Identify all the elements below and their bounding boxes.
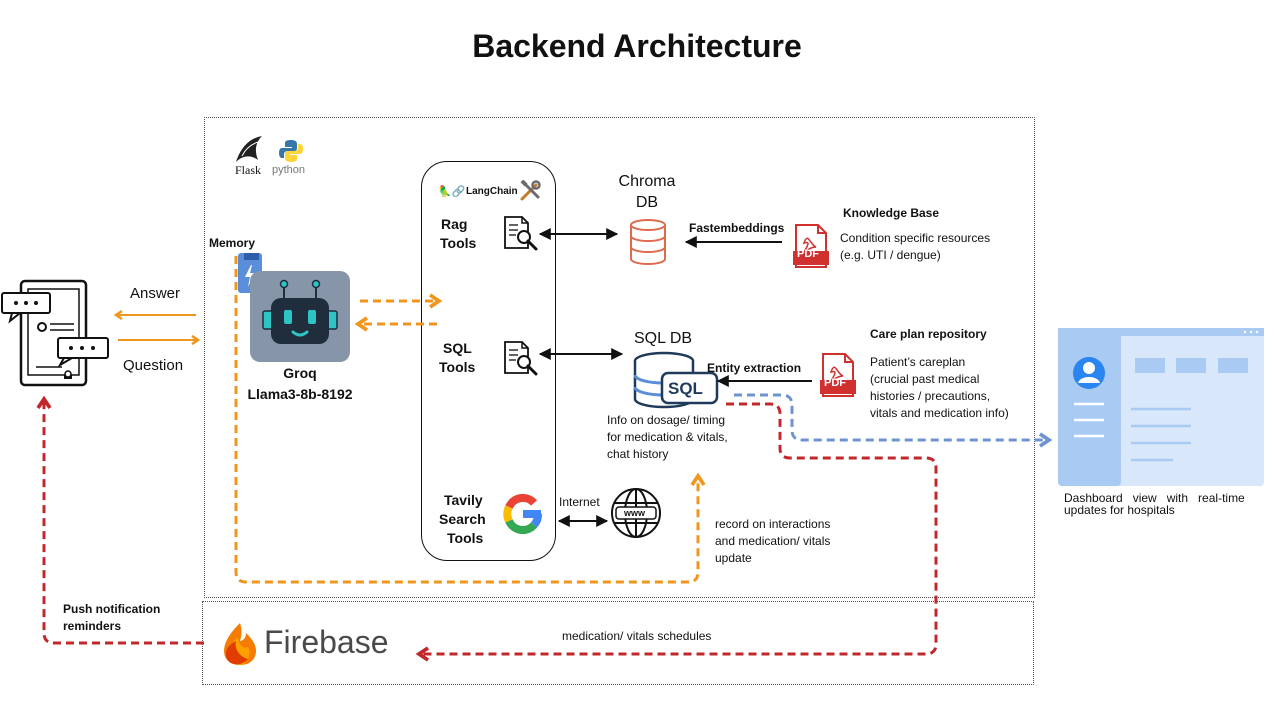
record-note-3: update <box>715 551 752 565</box>
flask-label: Flask <box>235 163 262 177</box>
database-icon <box>630 219 666 265</box>
care-plan-title: Care plan repository <box>870 327 987 341</box>
sql-db-desc-1: Info on dosage/ timing <box>607 413 726 427</box>
langchain-icon: 🦜🔗 <box>438 186 466 198</box>
fastembeddings-label: Fastembeddings <box>689 221 785 235</box>
sql-db-label: SQL DB <box>634 330 693 347</box>
push-notification-1: Push notification <box>63 602 161 616</box>
globe-text: www <box>624 508 646 518</box>
pdf-label: PDF <box>824 377 846 389</box>
python-icon <box>279 140 303 162</box>
sql-db-desc-2: for medication & vitals, <box>607 430 728 444</box>
record-note-1: record on interactions <box>715 517 831 531</box>
globe-icon <box>611 488 661 538</box>
memory-label: Memory <box>209 236 256 250</box>
care-plan-desc-2: (crucial past medical <box>870 372 980 386</box>
care-plan-desc-3: histories / precautions, <box>870 389 991 403</box>
google-icon <box>503 493 542 535</box>
page-title: Backend Architecture <box>472 28 802 64</box>
document-search-icon <box>504 341 538 376</box>
tools-icon <box>520 180 541 201</box>
internet-label: Internet <box>559 495 600 509</box>
pdf-label: PDF <box>797 248 819 260</box>
dashboard-caption-2: updates for hospitals <box>1064 503 1175 517</box>
sql-tools-line-1: SQL <box>443 340 472 356</box>
model-name: Groq <box>283 365 317 381</box>
dashboard-caption-1: Dashboard view with real-time <box>1064 491 1245 505</box>
care-plan-desc-1: Patient’s careplan <box>870 355 966 369</box>
care-plan-desc-4: vitals and medication info) <box>870 406 1009 420</box>
pdf-icon <box>793 224 829 268</box>
model-version: Llama3-8b-8192 <box>247 386 353 402</box>
langchain-tools-container <box>421 161 556 561</box>
robot-icon <box>250 271 350 362</box>
firebase-edge-label: medication/ vitals schedules <box>562 629 712 643</box>
schedule-to-firebase-arrow <box>422 402 938 654</box>
tavily-tools-line-1: Tavily <box>444 492 483 508</box>
answer-label: Answer <box>130 285 181 302</box>
rag-tools-line-1: Rag <box>441 216 468 232</box>
sql-badge-label: SQL <box>668 379 703 398</box>
push-notification-arrow <box>44 402 204 645</box>
chroma-db-line-2: DB <box>635 194 659 211</box>
flask-icon <box>236 136 262 162</box>
backend-container <box>204 117 1035 598</box>
knowledge-base-title: Knowledge Base <box>843 206 940 220</box>
sql-tools-line-2: Tools <box>439 359 476 375</box>
rag-tools-line-2: Tools <box>440 235 477 251</box>
knowledge-base-desc-1: Condition specific resources <box>840 231 991 245</box>
record-note-2: and medication/ vitals <box>715 534 831 548</box>
knowledge-base-desc-2: (e.g. UTI / dengue) <box>840 248 941 262</box>
chroma-db-line-1: Chroma <box>618 173 676 190</box>
firebase-icon <box>224 623 256 665</box>
question-label: Question <box>123 357 184 374</box>
sql-db-desc-3: chat history <box>607 447 669 461</box>
dashboard-icon <box>1058 328 1264 486</box>
entity-extraction-label: Entity extraction <box>707 361 802 375</box>
firebase-label: Firebase <box>264 624 389 660</box>
python-label: python <box>272 164 306 176</box>
tavily-tools-line-2: Search <box>439 511 486 527</box>
tavily-tools-line-3: Tools <box>447 530 484 546</box>
langchain-label: LangChain <box>466 186 518 197</box>
push-notification-2: reminders <box>63 619 122 633</box>
pdf-icon <box>820 353 856 397</box>
dashboard-update-arrow <box>734 393 1046 440</box>
sql-database-icon <box>633 351 719 409</box>
memory-loop-arrow <box>234 256 698 584</box>
document-search-icon <box>504 216 538 251</box>
chat-tablet-icon <box>1 279 109 387</box>
